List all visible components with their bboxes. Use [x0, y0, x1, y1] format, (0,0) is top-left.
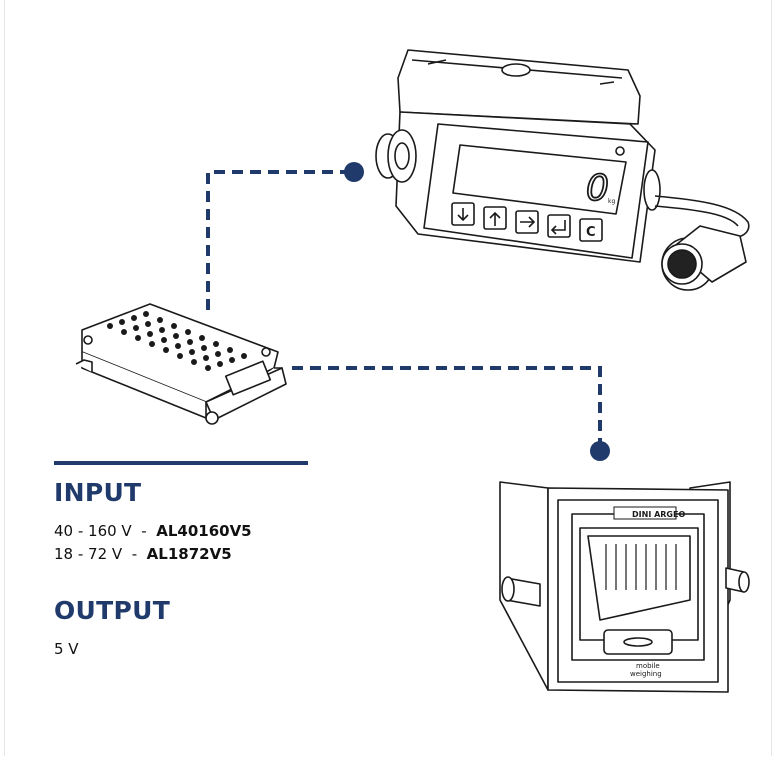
arrow-up-icon	[489, 211, 501, 226]
input-range-1: 40 - 160 V	[54, 522, 132, 540]
input-spec-row-2: 18 - 72 V - AL1872V5	[54, 545, 232, 563]
input-model-code-1: AL40160V5	[156, 522, 252, 540]
printer-brand-logo: DINI ARGEO	[632, 510, 685, 519]
display-unit: kg	[608, 198, 615, 205]
clear-key-label: C	[586, 225, 596, 240]
printer	[499, 481, 750, 693]
arrow-down-icon	[457, 208, 469, 222]
enter-icon	[550, 220, 566, 235]
printer-tagline-1: mobile	[636, 662, 660, 670]
power-converter	[75, 303, 287, 425]
connector-to-printer	[292, 366, 602, 444]
input-range-2: 18 - 72 V	[54, 545, 123, 563]
brand-plate	[613, 506, 677, 520]
output-value: 5 V	[54, 640, 79, 658]
input-sep-2: -	[131, 545, 138, 563]
input-sep-1: -	[141, 522, 147, 540]
section-divider	[54, 461, 308, 465]
connector-dot-printer	[590, 441, 610, 461]
printer-tagline-2: weighing	[630, 670, 662, 678]
input-model-code-2: AL1872V5	[146, 545, 232, 563]
weight-indicator	[375, 49, 750, 291]
arrow-right-icon	[520, 216, 536, 228]
output-heading: OUTPUT	[54, 596, 171, 625]
display-reading: 0	[586, 168, 609, 209]
input-heading: INPUT	[54, 478, 142, 507]
connector-to-indicator	[206, 170, 352, 310]
input-spec-row-1: 40 - 160 V - AL40160V5	[54, 522, 252, 540]
converter-vent-grid	[107, 311, 247, 371]
connector-dot-indicator	[344, 162, 364, 182]
paper-roll-ribs	[605, 544, 677, 590]
